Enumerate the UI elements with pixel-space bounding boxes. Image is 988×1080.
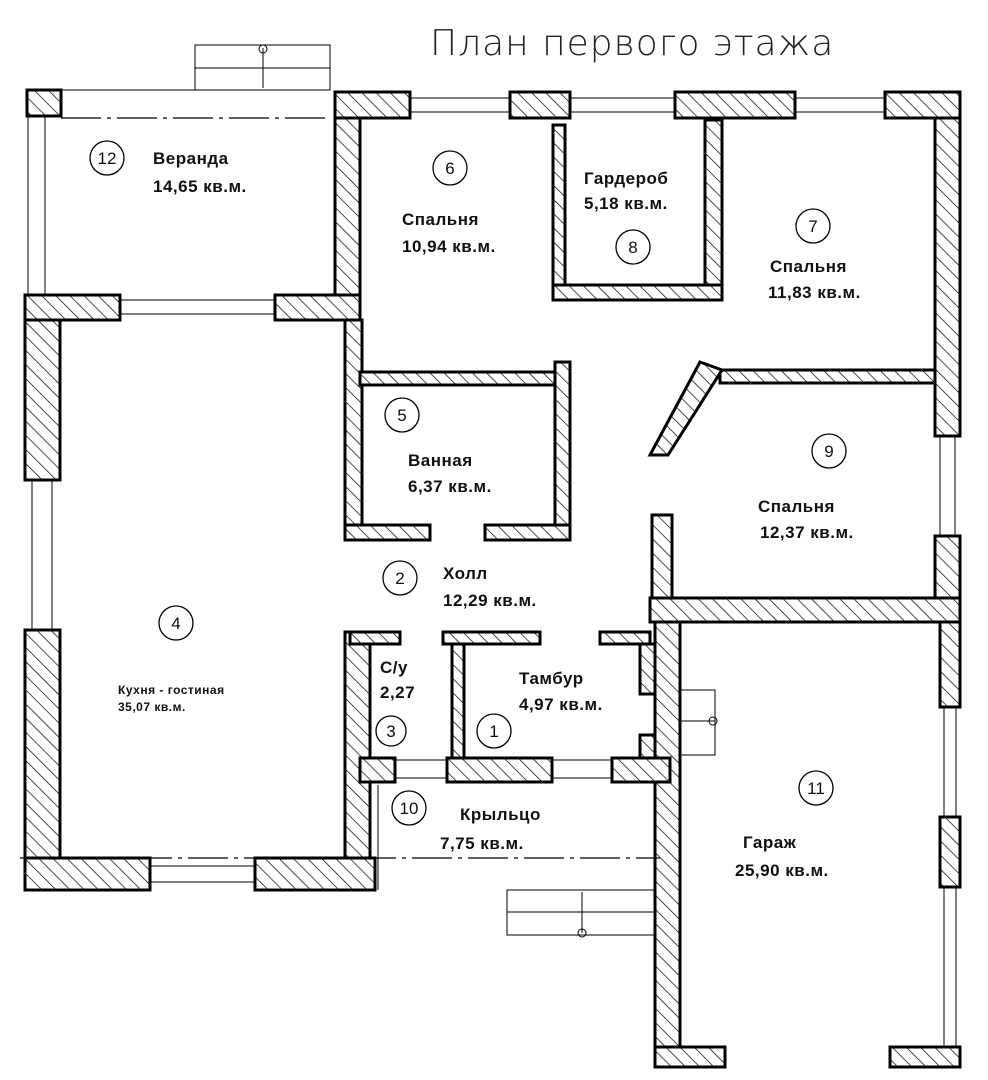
room-11: 11 Гараж 25,90 кв.м. — [735, 770, 834, 880]
room-area: 4,97 кв.м. — [519, 695, 603, 714]
room-area: 35,07 кв.м. — [118, 700, 186, 714]
room-number: 3 — [386, 722, 395, 741]
room-area: 7,75 кв.м. — [440, 834, 524, 853]
room-4: 4 Кухня - гостиная 35,07 кв.м. — [118, 605, 225, 714]
room-area: 2,27 — [380, 683, 415, 702]
room-area: 12,37 кв.м. — [760, 523, 854, 542]
room-name: Спальня — [402, 210, 479, 229]
room-number: 12 — [98, 149, 117, 168]
room-name: Веранда — [153, 149, 229, 168]
room-area: 12,29 кв.м. — [443, 591, 537, 610]
room-area: 11,83 кв.м. — [768, 283, 861, 302]
room-number: 7 — [808, 217, 817, 236]
room-name: Гараж — [743, 833, 797, 852]
room-number: 10 — [400, 799, 419, 818]
room-number: 4 — [171, 614, 180, 633]
room-number: 6 — [445, 159, 454, 178]
room-area: 6,37 кв.м. — [408, 477, 492, 496]
room-9: 9 Спальня 12,37 кв.м. — [758, 433, 854, 542]
room-3: 3 С/у 2,27 — [375, 658, 415, 747]
room-name: Спальня — [758, 497, 835, 516]
room-number: 2 — [395, 569, 404, 588]
room-name: Гардероб — [584, 169, 668, 188]
room-name: Тамбур — [519, 669, 584, 688]
room-number: 11 — [807, 779, 825, 798]
plan-title: План первого этажа — [430, 23, 834, 64]
room-name: Холл — [443, 564, 488, 583]
room-area: 10,94 кв.м. — [402, 237, 496, 256]
veranda-frame — [25, 88, 330, 295]
room-2: 2 Холл 12,29 кв.м. — [382, 560, 537, 610]
room-name: Крыльцо — [460, 805, 541, 824]
room-area: 5,18 кв.м. — [584, 194, 668, 213]
room-number: 5 — [397, 406, 406, 425]
room-8: 8 Гардероб 5,18 кв.м. — [584, 169, 668, 265]
room-number: 1 — [489, 722, 498, 741]
room-area: 14,65 кв.м. — [153, 177, 247, 196]
room-area: 25,90 кв.м. — [735, 861, 829, 880]
room-5: 5 Ванная 6,37 кв.м. — [384, 397, 492, 496]
room-name: С/у — [380, 658, 408, 677]
room-7: 7 Спальня 11,83 кв.м. — [768, 208, 861, 302]
room-number: 8 — [628, 238, 637, 257]
room-name: Кухня - гостиная — [118, 683, 225, 697]
room-name: Ванная — [408, 451, 473, 470]
room-number: 9 — [824, 442, 833, 461]
room-1: 1 Тамбур 4,97 кв.м. — [476, 669, 603, 749]
room-10: 10 Крыльцо 7,75 кв.м. — [391, 790, 541, 853]
room-6: 6 Спальня 10,94 кв.м. — [402, 150, 496, 256]
room-name: Спальня — [770, 257, 847, 276]
walls — [20, 90, 962, 1069]
room-12: 12 Веранда 14,65 кв.м. — [89, 140, 247, 196]
